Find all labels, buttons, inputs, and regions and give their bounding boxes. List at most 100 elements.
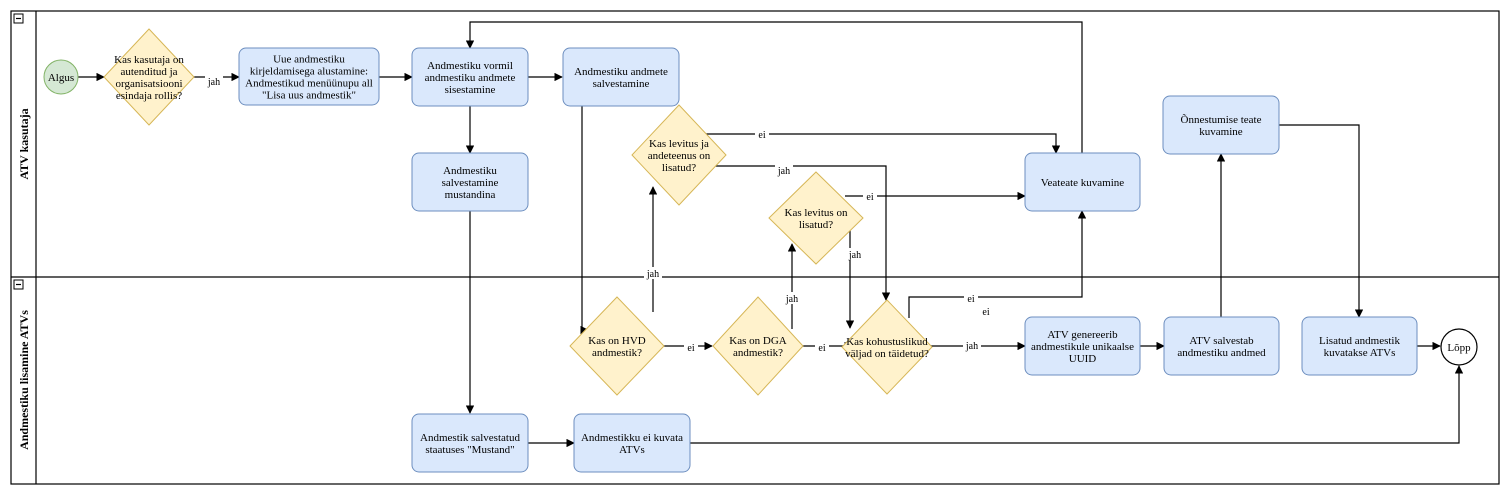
edge-label-kohustuslikud-no-b: ei xyxy=(982,307,989,318)
label-line: kuvatakse ATVs xyxy=(1324,347,1396,359)
label-line: kuvamine xyxy=(1199,126,1242,138)
label-line: Kas on DGA xyxy=(729,335,786,347)
svg-text:Algus: Algus xyxy=(48,72,74,84)
svg-text:ei: ei xyxy=(982,307,989,318)
svg-text:ei: ei xyxy=(866,192,873,203)
label-line: andmestikule unikaalse xyxy=(1031,341,1134,353)
lane-top-collapse-icon[interactable] xyxy=(13,13,24,24)
label-line: Kas levitus ja xyxy=(649,138,709,150)
label-line: Andmestiku vormil xyxy=(427,60,513,72)
edge-label-hvd-yes: jah xyxy=(644,267,662,280)
svg-text:ei: ei xyxy=(818,343,825,354)
label-line: mustandina xyxy=(445,189,496,201)
label-line: esindaja rollis? xyxy=(116,90,182,102)
label-line: Kas kohustuslikud xyxy=(846,336,928,348)
task-errors[interactable]: Veateate kuvamine xyxy=(1024,152,1141,212)
label-line: salvestamine xyxy=(593,78,650,90)
label-line: Andmestiku xyxy=(443,165,497,177)
svg-text:Lõpp: Lõpp xyxy=(1447,342,1471,354)
edge-label-kohustuslikud-no-a: ei xyxy=(964,293,978,305)
label-line: väljad on täidetud? xyxy=(845,348,929,360)
svg-text:jah: jah xyxy=(965,341,978,352)
edge-label-dga-no: ei xyxy=(815,341,829,354)
label-line: Andmestik salvestatud xyxy=(420,432,520,444)
svg-text:ei: ei xyxy=(967,294,974,305)
label-line: autenditud ja xyxy=(120,66,177,78)
edge-label-auth-yes: jah xyxy=(205,75,223,88)
label-line: ATV genereerib xyxy=(1047,329,1118,341)
lane-title-atv-kasutaja: ATV kasutaja xyxy=(17,108,31,179)
lane-bottom-collapse-icon[interactable] xyxy=(13,279,24,290)
label-line: andmestiku andmed xyxy=(1177,347,1266,359)
label-line: Andmestikku ei kuvata xyxy=(581,432,683,444)
label-line: staatuses "Mustand" xyxy=(425,444,514,456)
label-line: organisatsiooni xyxy=(115,78,182,90)
label-line: sisestamine xyxy=(445,84,496,96)
label-line: Õnnestumise teate xyxy=(1181,114,1262,126)
svg-text:jah: jah xyxy=(777,166,790,177)
label-line: salvestamine xyxy=(442,177,499,189)
label-line: Kas on HVD xyxy=(588,335,645,347)
edge-labels: jah jah ei jah ei ei jah ei xyxy=(205,75,990,354)
label-line: andmestik? xyxy=(733,347,783,359)
edge-label-kohustuslikud-yes: jah xyxy=(963,339,981,352)
label-line: "Lisa uus andmestik" xyxy=(262,90,356,102)
edge-label-levitus-no: ei xyxy=(863,190,877,203)
label-line: andmestik? xyxy=(592,347,642,359)
edge-label-levitus-andeteenus-no: ei xyxy=(755,128,769,141)
lane-title-andmestiku-lisamine: Andmestiku lisamine ATVs xyxy=(17,310,31,450)
end-event[interactable]: Lõpp xyxy=(1440,328,1478,366)
svg-text:jah: jah xyxy=(785,294,798,305)
label-line: andmestiku andmete xyxy=(425,72,516,84)
svg-text:jah: jah xyxy=(848,250,861,261)
label-line: andeteenus on xyxy=(648,150,711,162)
svg-text:ei: ei xyxy=(687,343,694,354)
label-line: lisatud? xyxy=(662,162,696,174)
svg-text:ei: ei xyxy=(758,130,765,141)
svg-text:jah: jah xyxy=(207,77,220,88)
label-line: Lisatud andmestik xyxy=(1319,335,1400,347)
label-line: Andmestikud menüünupu all xyxy=(245,78,373,90)
label-line: UUID xyxy=(1069,353,1097,365)
label-line: Kas kasutaja on xyxy=(114,54,184,66)
label-line: lisatud? xyxy=(799,219,833,231)
label-line: ATVs xyxy=(619,444,645,456)
label-line: kirjeldamisega alustamine: xyxy=(250,66,368,78)
edge-label-dga-yes: jah xyxy=(783,292,801,305)
label-line: Andmestiku andmete xyxy=(574,66,668,78)
edges xyxy=(78,21,1464,448)
label-line: Veateate kuvamine xyxy=(1041,177,1124,189)
start-event[interactable]: Algus xyxy=(43,59,79,95)
